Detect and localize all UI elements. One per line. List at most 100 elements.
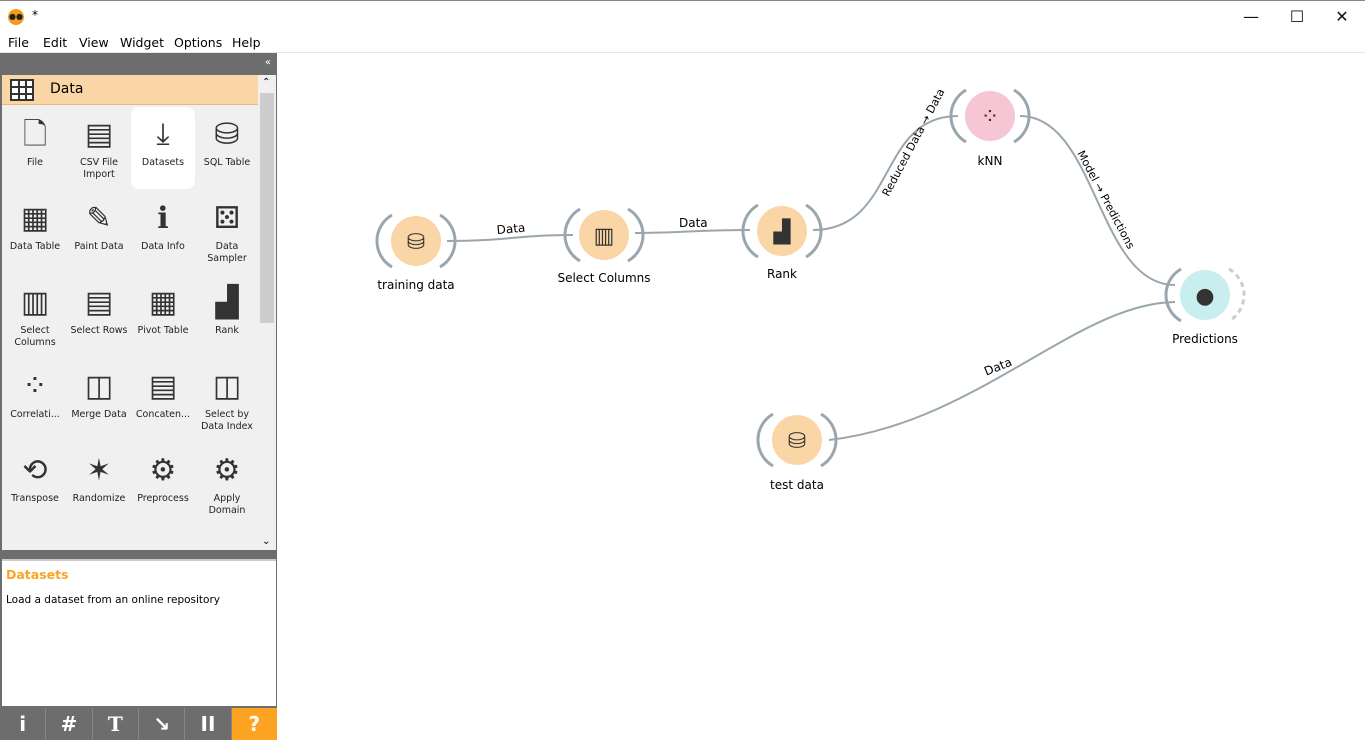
minimize-button[interactable]: —: [1243, 7, 1259, 26]
menu-view[interactable]: View: [79, 35, 109, 50]
node-test[interactable]: ⛁: [756, 412, 838, 468]
window-title: *: [32, 8, 38, 22]
widget-file[interactable]: 🗋File: [3, 107, 67, 189]
node-knn[interactable]: ⁘: [949, 88, 1031, 144]
widget-icon: ⛁: [214, 117, 240, 152]
node-body[interactable]: [579, 210, 629, 260]
widget-paint-data[interactable]: ✎Paint Data: [67, 191, 131, 273]
node-body[interactable]: [757, 206, 807, 256]
close-button[interactable]: ✕: [1335, 7, 1349, 26]
node-body[interactable]: [1180, 270, 1230, 320]
widget-label: Data Sampler: [207, 241, 247, 264]
output-anchor[interactable]: [627, 207, 645, 263]
input-anchor[interactable]: [741, 203, 759, 259]
widget-icon: ◫: [212, 369, 242, 404]
widget-label: Select Rows: [70, 325, 128, 336]
widget-icon: ⚙: [149, 453, 177, 488]
widget-label: Preprocess: [137, 493, 189, 504]
widget-select-rows[interactable]: ▤ Select Rows: [67, 275, 131, 357]
widget-concaten[interactable]: ▤Concaten...: [131, 359, 195, 441]
widget-icon: 🗋: [22, 117, 48, 152]
widget-datasets[interactable]: ⤓Datasets: [131, 107, 195, 189]
widget-select-by-data-index[interactable]: ◫Select by Data Index: [195, 359, 258, 441]
widget-transpose[interactable]: ⟲Transpose: [3, 443, 67, 525]
link-training-select[interactable]: [446, 234, 574, 242]
node-icon: ⛁: [788, 429, 806, 454]
text-annotation-button[interactable]: T: [92, 708, 139, 740]
widget-icon: ▤: [84, 285, 114, 320]
link-label: Data: [496, 221, 526, 237]
widget-icon: ▦: [20, 201, 50, 236]
widget-apply-domain[interactable]: ⚙Apply Domain: [195, 443, 258, 525]
widget-label: SQL Table: [203, 157, 251, 168]
info-button[interactable]: i: [0, 708, 47, 740]
widget-label: Concaten...: [135, 409, 191, 420]
collapse-sidebar-button[interactable]: «: [264, 57, 271, 68]
link-rank-knn[interactable]: [812, 115, 959, 231]
node-select[interactable]: ▥: [563, 207, 645, 263]
link-label: Reduced Data → Data: [880, 87, 948, 199]
node-rank[interactable]: ▟: [741, 203, 823, 259]
link-label: Data: [982, 355, 1014, 379]
widget-sql-table[interactable]: ⛁ SQL Table: [195, 107, 258, 189]
input-anchor[interactable]: [756, 412, 774, 468]
output-anchor[interactable]: [1013, 88, 1031, 144]
workflow-canvas[interactable]: Data Data Reduced Data → Data Model → Pr…: [277, 53, 1365, 740]
grid-button[interactable]: #: [46, 708, 93, 740]
widget-data-table[interactable]: ▦Data Table: [3, 191, 67, 273]
widget-label: Randomize: [72, 493, 126, 504]
menu-edit[interactable]: Edit: [43, 35, 68, 50]
widget-correlati[interactable]: ⁘Correlati...: [3, 359, 67, 441]
node-body[interactable]: [391, 216, 441, 266]
widget-icon: ◫: [84, 369, 114, 404]
output-anchor[interactable]: [805, 203, 823, 259]
widget-randomize[interactable]: ✶Randomize: [67, 443, 131, 525]
category-data[interactable]: Data: [2, 75, 258, 105]
link-select-rank[interactable]: [634, 229, 751, 234]
widget-preprocess[interactable]: ⚙ Preprocess: [131, 443, 195, 525]
widget-merge-data[interactable]: ◫Merge Data: [67, 359, 131, 441]
widget-label: Apply Domain: [208, 493, 246, 516]
maximize-button[interactable]: ☐: [1289, 7, 1305, 26]
widget-label: Data Info: [141, 241, 185, 252]
widget-icon: ▦: [148, 285, 178, 320]
help-title: Datasets: [6, 567, 69, 582]
widget-pivot-table[interactable]: ▦Pivot Table: [131, 275, 195, 357]
help-button[interactable]: ?: [231, 708, 277, 740]
menu-options[interactable]: Options: [174, 35, 223, 50]
menu-help[interactable]: Help: [232, 35, 261, 50]
toolbox-scrollbar[interactable]: ⌃ ⌄: [258, 75, 276, 550]
scroll-up-icon[interactable]: ⌃: [262, 77, 271, 88]
link-knn-pred[interactable]: [1019, 115, 1176, 286]
scrollbar-thumb[interactable]: [260, 93, 274, 323]
input-anchor[interactable]: [949, 88, 967, 144]
widget-label: Transpose: [11, 493, 59, 504]
node-pred[interactable]: ●: [1164, 267, 1246, 323]
link-test-pred[interactable]: [828, 301, 1176, 441]
widget-icon: ⁘: [22, 369, 48, 404]
bottom-toolbar: i # T ↘ II ?: [0, 708, 277, 740]
output-anchor[interactable]: [820, 412, 838, 468]
scroll-down-icon[interactable]: ⌄: [262, 536, 271, 547]
orange-logo-icon: ●●: [8, 9, 24, 25]
menu-widget[interactable]: Widget: [120, 35, 165, 50]
widget-select-columns[interactable]: ▥Select Columns: [3, 275, 67, 357]
input-anchor[interactable]: [375, 213, 393, 269]
pause-button[interactable]: II: [185, 708, 232, 740]
output-anchor[interactable]: [1228, 267, 1246, 323]
output-anchor[interactable]: [439, 213, 457, 269]
node-training[interactable]: ⛁: [375, 213, 457, 269]
widget-icon: ✎: [86, 201, 112, 236]
menu-file[interactable]: File: [8, 35, 29, 50]
node-body[interactable]: [965, 91, 1015, 141]
widget-rank[interactable]: ▟Rank: [195, 275, 258, 357]
widget-csv-file-import[interactable]: ▤CSV File Import: [67, 107, 131, 189]
widget-icon: ▟: [215, 285, 239, 320]
widget-data-sampler[interactable]: ⚄Data Sampler: [195, 191, 258, 273]
input-anchor[interactable]: [1164, 267, 1182, 323]
node-icon: ▟: [773, 218, 792, 245]
node-body[interactable]: [772, 415, 822, 465]
input-anchor[interactable]: [563, 207, 581, 263]
arrow-annotation-button[interactable]: ↘: [138, 708, 186, 740]
